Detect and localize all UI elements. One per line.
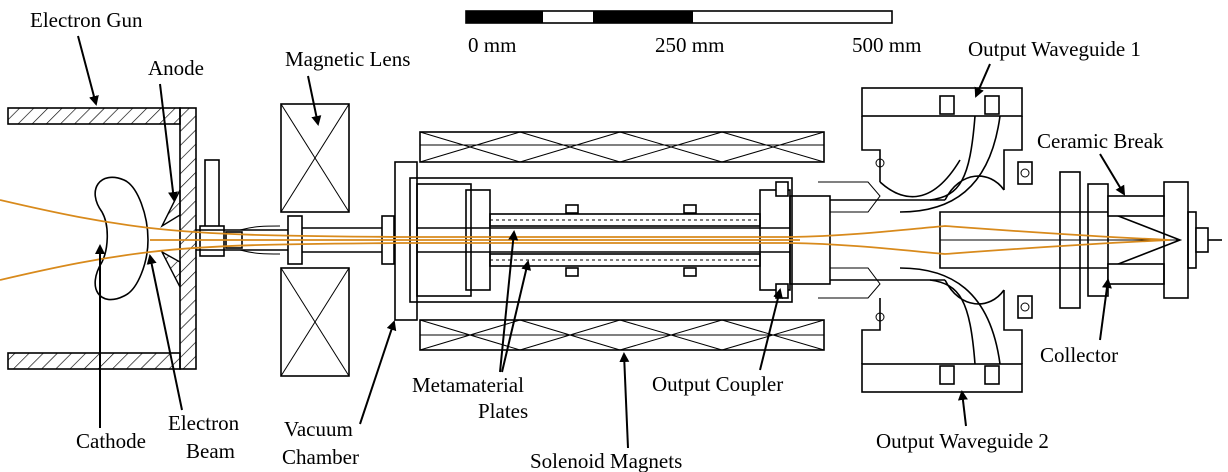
- label-metamaterial-plates-2: Plates: [478, 399, 528, 423]
- label-solenoid-magnets: Solenoid Magnets: [530, 449, 682, 472]
- leader-arrows: [77, 35, 1126, 449]
- label-vacuum-chamber-1: Vacuum: [284, 417, 353, 441]
- label-electron-gun: Electron Gun: [30, 8, 143, 32]
- electron-beam: [0, 199, 1171, 281]
- arrow-magnetic-lens: [307, 75, 322, 126]
- arrow-solenoid-magnets: [619, 352, 630, 449]
- label-electron-beam-1: Electron: [168, 411, 240, 435]
- cathode-shape: [94, 176, 149, 301]
- output-section: [789, 87, 1033, 393]
- magnetic-lens: [280, 103, 350, 377]
- solenoid-magnets: [419, 131, 825, 351]
- arrow-metamaterial-1: [499, 230, 519, 373]
- arrow-output-waveguide-2: [957, 390, 968, 427]
- scale-bar-segment-3: [593, 11, 693, 23]
- metamaterial-plates: [489, 181, 789, 299]
- label-metamaterial-plates-1: Metamaterial: [412, 373, 524, 397]
- arrow-output-waveguide-1: [974, 63, 991, 98]
- label-output-coupler: Output Coupler: [652, 372, 783, 396]
- arrow-collector: [1099, 278, 1112, 341]
- label-vacuum-chamber-2: Chamber: [282, 445, 359, 469]
- vacuum-chamber: [394, 161, 793, 321]
- label-cathode: Cathode: [76, 429, 146, 453]
- label-output-waveguide-1: Output Waveguide 1: [968, 37, 1141, 61]
- arrow-output-coupler: [759, 288, 783, 371]
- arrow-vacuum-chamber: [359, 320, 397, 425]
- arrow-metamaterial-2: [501, 260, 532, 373]
- label-anode: Anode: [148, 56, 204, 80]
- label-collector: Collector: [1040, 343, 1118, 367]
- arrow-ceramic-break: [1099, 153, 1126, 196]
- scale-tick-0: 0 mm: [468, 33, 516, 57]
- label-electron-beam-2: Beam: [186, 439, 235, 463]
- collector-assembly: [939, 171, 1222, 309]
- scale-bar: 0 mm 250 mm 500 mm: [465, 10, 921, 57]
- arrow-electron-beam: [146, 254, 183, 411]
- scale-tick-250: 250 mm: [655, 33, 724, 57]
- scale-bar-segment-1: [466, 11, 543, 23]
- label-output-waveguide-2: Output Waveguide 2: [876, 429, 1049, 453]
- scale-tick-500: 500 mm: [852, 33, 921, 57]
- label-magnetic-lens: Magnetic Lens: [285, 47, 410, 71]
- label-ceramic-break: Ceramic Break: [1037, 129, 1164, 153]
- arrow-anode: [159, 83, 179, 202]
- arrow-electron-gun: [77, 35, 99, 106]
